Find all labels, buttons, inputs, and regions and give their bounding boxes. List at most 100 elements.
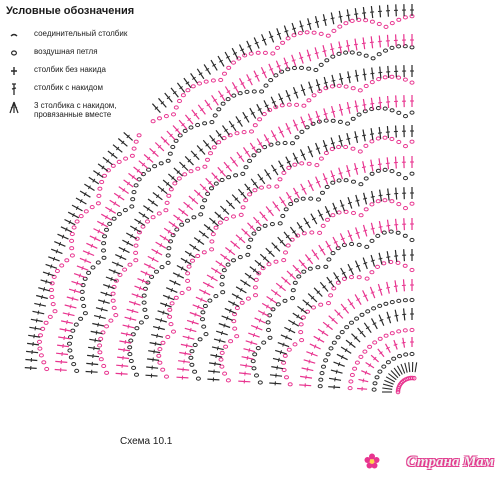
- stitch-crossbar: [154, 341, 157, 346]
- stitch-crossbar: [313, 344, 317, 349]
- chain-stitch: [389, 108, 395, 113]
- stitch-crossbar: [79, 199, 83, 203]
- chain-stitch: [396, 17, 402, 22]
- chain-stitch: [352, 366, 358, 371]
- stitch-crossbar: [214, 269, 218, 273]
- chain-stitch: [409, 110, 415, 115]
- chain-stitch: [210, 78, 216, 83]
- chain-stitch: [128, 338, 134, 343]
- chain-stitch: [98, 357, 104, 362]
- stitch-crossbar: [361, 166, 367, 168]
- stitch-crossbar: [265, 138, 270, 142]
- chain-stitch: [343, 84, 349, 89]
- stitch-crossbar: [232, 160, 236, 164]
- chain-stitch: [237, 255, 243, 260]
- chain-stitch: [145, 219, 150, 224]
- chain-stitch: [133, 258, 139, 263]
- chain-stitch: [141, 300, 147, 305]
- stitch-crossbar: [113, 201, 117, 206]
- chain-stitch: [188, 169, 194, 174]
- chain-stitch: [326, 257, 332, 262]
- chain-stitch: [107, 221, 113, 226]
- stitch-crossbar: [105, 215, 108, 220]
- chain-stitch: [382, 75, 388, 80]
- stitch-crossbar: [247, 45, 252, 48]
- stitch-crossbar: [307, 257, 311, 261]
- stitch-crossbar: [305, 375, 307, 380]
- chain-stitch: [292, 280, 298, 285]
- chain-stitch: [263, 83, 269, 88]
- chain-stitch: [320, 190, 325, 195]
- stitch-crossbar: [276, 365, 278, 370]
- chain-stitch: [376, 77, 382, 82]
- chain-stitch: [397, 354, 402, 359]
- stitch-crossbar: [93, 346, 95, 351]
- chain-stitch: [86, 270, 92, 275]
- chain-stitch: [383, 24, 389, 29]
- chain-stitch: [285, 36, 291, 41]
- stitch-crossbar: [33, 334, 35, 339]
- chain-stitch: [113, 313, 119, 318]
- legend-item-chain: воздушная петля: [4, 46, 144, 60]
- chain-stitch: [273, 259, 279, 264]
- chain-stitch: [160, 367, 166, 372]
- chain-stitch: [343, 209, 349, 214]
- chain-stitch: [157, 347, 163, 352]
- stitch-crossbar: [124, 340, 127, 345]
- chain-stitch: [104, 324, 109, 329]
- chain-stitch: [351, 179, 356, 184]
- stitch-crossbar: [338, 108, 344, 111]
- chain-stitch: [409, 171, 415, 176]
- stitch-crossbar: [368, 363, 372, 368]
- stitch-crossbar: [359, 330, 364, 335]
- stitch-crossbar: [160, 101, 165, 105]
- stitch-crossbar: [249, 225, 254, 229]
- chain-stitch: [363, 143, 369, 148]
- chain-stitch: [316, 197, 321, 202]
- chain-stitch: [211, 145, 217, 150]
- stitch-crossbar: [286, 94, 291, 98]
- chain-stitch: [382, 106, 388, 111]
- chain-stitch: [128, 358, 134, 364]
- stitch-crossbar: [251, 146, 256, 150]
- chain-stitch: [101, 363, 107, 369]
- chain-stitch: [253, 277, 259, 282]
- stitch-crossbar: [162, 310, 165, 315]
- chain-stitch: [335, 335, 341, 340]
- stitch-crossbar: [365, 326, 370, 330]
- stitch-crossbar: [158, 325, 160, 331]
- center-spoke: [396, 365, 403, 375]
- chain-stitch: [269, 222, 275, 227]
- chain-stitch: [185, 218, 190, 223]
- chain-stitch: [268, 78, 274, 83]
- chain-stitch: [218, 77, 224, 83]
- chain-stitch: [248, 237, 254, 242]
- stitch-crossbar: [272, 168, 277, 172]
- stitch-crossbar: [300, 307, 304, 312]
- chain-stitch: [223, 216, 229, 221]
- stitch-crossbar: [340, 237, 345, 241]
- chain-stitch: [281, 258, 287, 263]
- chain-stitch: [292, 342, 298, 347]
- chain-stitch: [329, 146, 335, 152]
- stitch-crossbar: [138, 286, 142, 291]
- chain-stitch: [223, 344, 229, 349]
- chain-stitch: [331, 286, 337, 291]
- chart-rounds: [24, 4, 415, 392]
- chain-stitch: [363, 207, 369, 212]
- chain-stitch: [189, 362, 195, 367]
- chain-stitch: [166, 246, 172, 251]
- stitch-crossbar: [316, 290, 321, 294]
- chain-stitch: [290, 288, 296, 293]
- stitch-crossbar: [69, 304, 72, 309]
- chain-stitch: [282, 298, 288, 303]
- chain-stitch: [74, 219, 80, 224]
- chain-stitch: [402, 15, 408, 20]
- stitch-crossbar: [197, 239, 201, 243]
- stitch-crossbar: [299, 25, 304, 28]
- chain-stitch: [356, 242, 362, 247]
- chain-stitch: [354, 316, 360, 321]
- stitch-crossbar: [166, 96, 171, 100]
- chain-stitch: [197, 337, 203, 342]
- chain-stitch: [163, 114, 169, 119]
